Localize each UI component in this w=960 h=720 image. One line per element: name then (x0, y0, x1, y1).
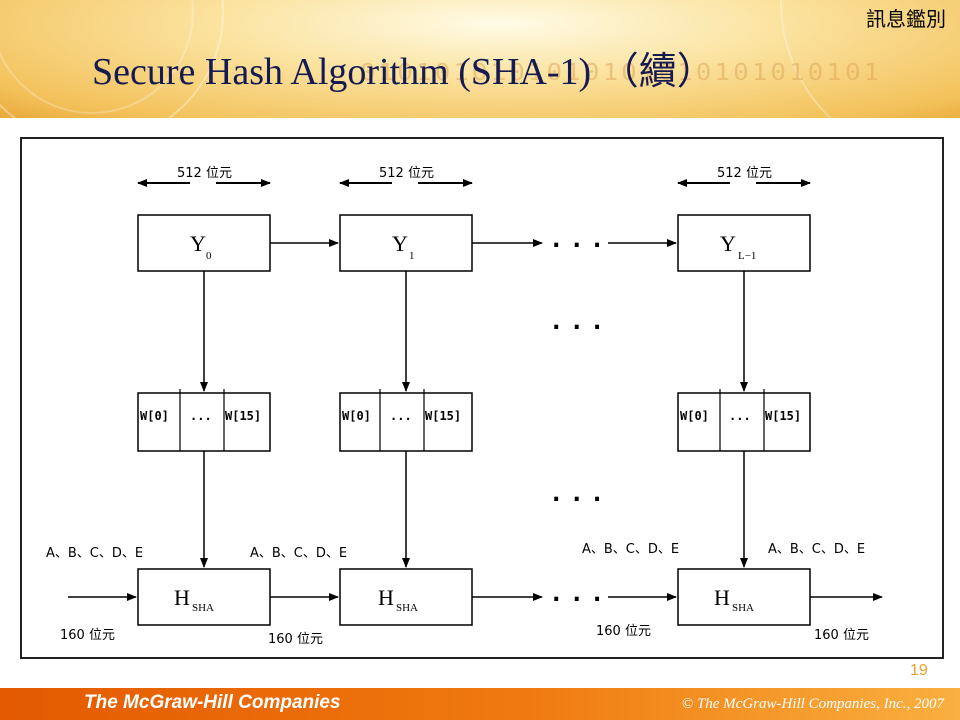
svg-text:Y: Y (190, 231, 206, 256)
register-label: A、B、C、D、E (46, 546, 143, 561)
chain-label: 160 位元 (596, 624, 651, 639)
message-block-y1: Y 1 (339, 214, 473, 272)
sha1-diagram-svg: 512 位元 512 位元 512 位元 Y 0 Y 1 Y L−1 (46, 166, 883, 647)
svg-text:...: ... (190, 409, 212, 423)
svg-text:SHA: SHA (192, 602, 214, 614)
ellipsis-middle: ... (549, 307, 610, 335)
title-continued: （續） (600, 51, 715, 93)
page-number: 19 (910, 662, 928, 679)
svg-text:Y: Y (720, 231, 736, 256)
sha1-diagram: 512 位元 512 位元 512 位元 Y 0 Y 1 Y L−1 (20, 137, 944, 659)
svg-text:W[15]: W[15] (425, 409, 461, 423)
svg-text:SHA: SHA (732, 602, 754, 614)
svg-text:0: 0 (206, 250, 212, 262)
publisher-logo: The McGraw-Hill Companies (84, 692, 341, 713)
register-label: A、B、C、D、E (768, 542, 865, 557)
binary-decoration: 0101010101010101010101010101 (360, 59, 883, 87)
hash-block-0: H SHA (137, 568, 271, 626)
ellipsis-top: ... (549, 225, 610, 253)
slide-title: Secure Hash Algorithm (SHA-1) （續） (92, 40, 715, 95)
svg-text:H: H (174, 585, 190, 610)
copyright-text: © The McGraw-Hill Companies, Inc., 2007 (681, 696, 944, 712)
width-indicator-1: 512 位元 (339, 166, 473, 187)
chain-label: 160 位元 (268, 632, 323, 647)
hash-block-1: H SHA (339, 568, 473, 626)
svg-text:...: ... (390, 409, 412, 423)
register-label: A、B、C、D、E (250, 546, 347, 561)
course-label: 訊息鑑別 (866, 7, 946, 31)
svg-text:Y: Y (392, 231, 408, 256)
width-label: 512 位元 (379, 166, 434, 181)
word-block-2: W[0] ... W[15] (677, 389, 811, 452)
svg-text:W[15]: W[15] (765, 409, 801, 423)
svg-text:H: H (714, 585, 730, 610)
width-label: 512 位元 (717, 166, 772, 181)
svg-text:H: H (378, 585, 394, 610)
header-banner: 0101010101010101010101010101 訊息鑑別 Secure… (0, 0, 960, 118)
svg-text:SHA: SHA (396, 602, 418, 614)
svg-text:...: ... (729, 409, 751, 423)
chain-label: 160 位元 (60, 628, 115, 643)
message-block-y0: Y 0 (137, 214, 271, 272)
word-block-0: W[0] ... W[15] (137, 389, 271, 452)
svg-text:1: 1 (409, 250, 415, 262)
width-indicator-2: 512 位元 (677, 166, 811, 187)
svg-text:W[15]: W[15] (225, 409, 261, 423)
svg-text:W[0]: W[0] (680, 409, 709, 423)
width-label: 512 位元 (177, 166, 232, 181)
hash-block-2: H SHA (677, 568, 811, 626)
word-block-1: W[0] ... W[15] (339, 389, 473, 452)
svg-text:L−1: L−1 (738, 250, 756, 262)
title-main: Secure Hash Algorithm (SHA-1) (92, 51, 592, 93)
ellipsis-lower: ... (549, 479, 610, 507)
register-label: A、B、C、D、E (582, 542, 679, 557)
footer-bar: The McGraw-Hill Companies © The McGraw-H… (0, 688, 960, 720)
ellipsis-bottom: ... (549, 579, 610, 607)
message-block-yL-1: Y L−1 (677, 214, 811, 272)
chain-label: 160 位元 (814, 628, 869, 643)
width-indicator-0: 512 位元 (137, 166, 271, 187)
svg-text:W[0]: W[0] (342, 409, 371, 423)
svg-text:W[0]: W[0] (140, 409, 169, 423)
